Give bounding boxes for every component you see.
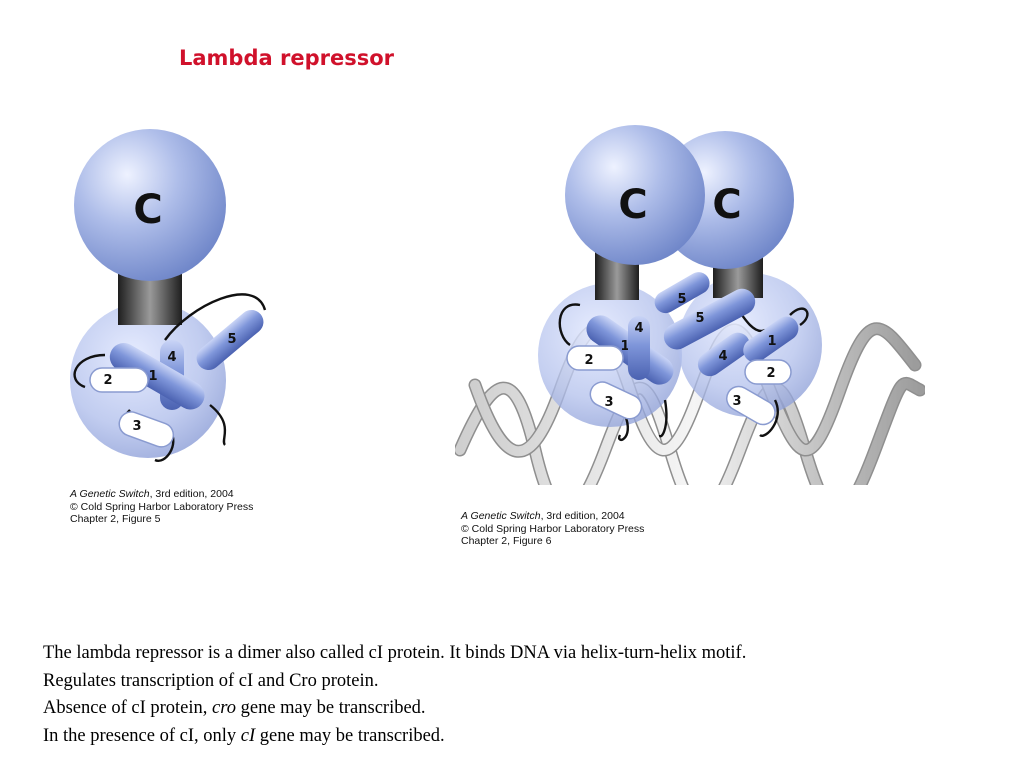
left-c-domain-label: C — [618, 182, 647, 228]
line3-prefix: Absence of cI protein, — [43, 698, 213, 718]
right-helix-2-label: 2 — [766, 366, 775, 381]
left-helix-4 — [628, 316, 650, 380]
right-helix-5-label: 5 — [695, 311, 704, 326]
helix-5-label: 5 — [227, 332, 236, 347]
credit-book: A Genetic Switch — [70, 488, 150, 500]
right-c-domain-label: C — [712, 182, 741, 228]
helix-3 — [118, 411, 175, 448]
credit-edition: , 3rd edition, 2004 — [540, 510, 625, 522]
description-text: The lambda repressor is a dimer also cal… — [43, 640, 746, 750]
helix-1-label: 1 — [148, 369, 157, 384]
right-helix-1-label: 1 — [767, 334, 776, 349]
credit-edition: , 3rd edition, 2004 — [149, 488, 234, 500]
figure1-credit: A Genetic Switch, 3rd edition, 2004 © Co… — [70, 488, 253, 526]
cro-gene-name: cro — [212, 698, 236, 718]
left-helix-2 — [566, 345, 624, 371]
left-helix-1-label: 1 — [620, 339, 629, 354]
line4-suffix: gene may be transcribed. — [255, 725, 445, 746]
right-helix-4-label: 4 — [718, 349, 727, 364]
left-helix-4-label: 4 — [634, 321, 643, 336]
slide-title: Lambda repressor — [179, 46, 394, 70]
left-helix-5 — [654, 272, 710, 314]
left-helix-2-label: 2 — [584, 353, 593, 368]
right-helix-5 — [663, 288, 756, 350]
right-helix-3 — [725, 385, 776, 426]
figure2-credit: A Genetic Switch, 3rd edition, 2004 © Co… — [461, 510, 644, 548]
left-helix-3-label: 3 — [604, 395, 613, 410]
line4-prefix: In the presence of cI, only — [43, 725, 241, 746]
right-helix-1 — [743, 316, 799, 363]
left-c-domain-sphere — [565, 125, 705, 265]
description-line-2: Regulates transcription of cI and Cro pr… — [43, 670, 379, 691]
right-helix-3-label: 3 — [732, 394, 741, 409]
left-helix-3 — [589, 381, 643, 420]
ci-gene-name: cI — [240, 725, 256, 746]
helix-5 — [196, 310, 264, 370]
credit-publisher: © Cold Spring Harbor Laboratory Press — [461, 522, 645, 535]
helix-3-label: 3 — [132, 419, 141, 434]
helix-2-label: 2 — [103, 373, 112, 388]
right-helix-2 — [744, 359, 792, 385]
c-domain-label: C — [133, 187, 162, 233]
credit-figure: Chapter 2, Figure 6 — [461, 535, 552, 547]
c-domain-sphere — [74, 129, 226, 281]
helix-2 — [89, 367, 149, 393]
left-helix-5-label: 5 — [677, 292, 686, 307]
line3-suffix: gene may be transcribed. — [236, 698, 426, 718]
right-helix-4 — [697, 332, 750, 377]
credit-figure: Chapter 2, Figure 5 — [70, 513, 161, 525]
credit-book: A Genetic Switch — [461, 510, 541, 522]
description-line-3: Absence of cI protein, cro gene may be t… — [43, 695, 746, 723]
helix-4-label: 4 — [167, 350, 176, 365]
description-line-4: In the presence of cI, only cI gene may … — [43, 723, 746, 751]
repressor-dimer-dna-diagram: C C 1 2 3 4 5 5 4 1 2 3 — [455, 125, 925, 485]
description-line-1: The lambda repressor is a dimer also cal… — [43, 643, 747, 663]
credit-publisher: © Cold Spring Harbor Laboratory Press — [70, 500, 254, 513]
helix-1 — [109, 343, 205, 410]
repressor-monomer-diagram: C 5 4 1 2 3 — [70, 129, 267, 462]
